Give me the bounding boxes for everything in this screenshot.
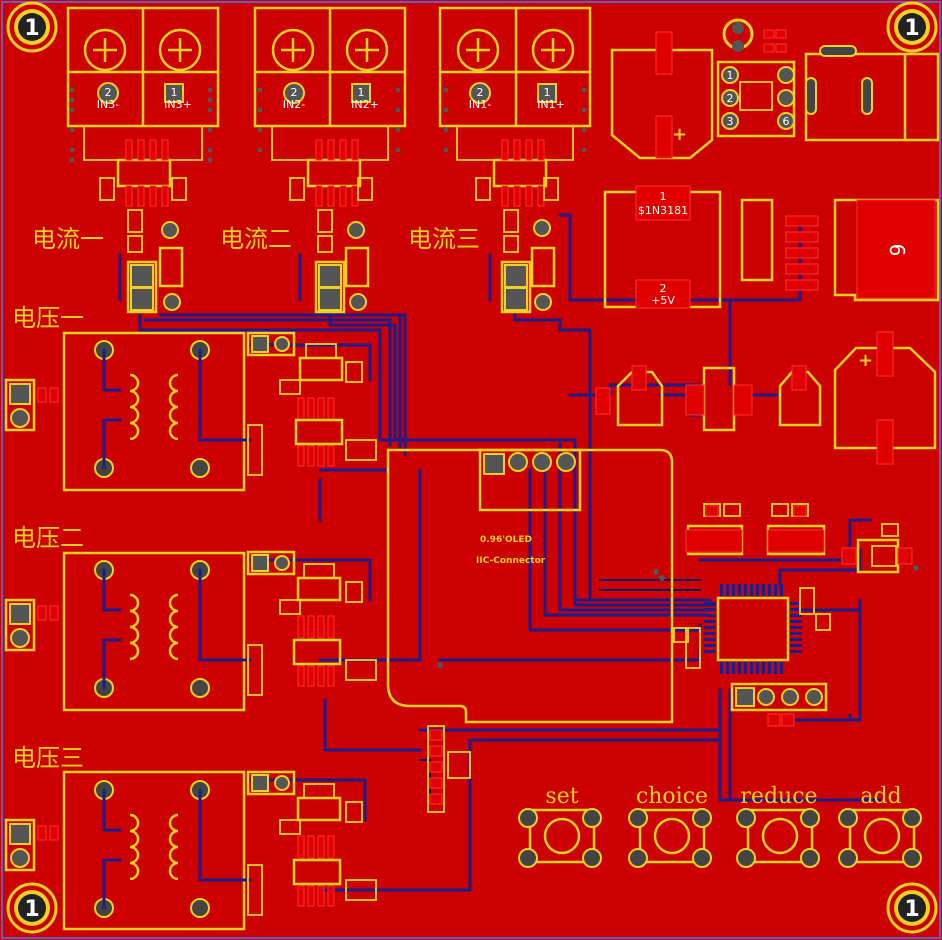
current-label-2: 电流二 [220, 225, 292, 253]
connector-pin-number: 1 [727, 69, 734, 82]
current-sensor-ic-2 [289, 139, 373, 314]
debug-header [730, 682, 828, 727]
current-label-1: 电流一 [32, 225, 104, 253]
oled-pin [483, 453, 505, 475]
button-set-label: set [545, 784, 578, 809]
voltage-label-1: 电压一 [12, 304, 84, 332]
mounting-hole-label: 1 [904, 897, 919, 922]
terminal-pin-name: IN2- [283, 98, 305, 111]
misc-smd-column [427, 725, 471, 813]
mounting-hole-label: 1 [24, 16, 39, 41]
terminal-pin-number: 1 [171, 86, 178, 99]
oled-label-size: 0.96'OLED [480, 535, 532, 545]
oled-label-interface: IIC-Connector [476, 556, 546, 566]
voltage-opamp-cluster-1 [246, 331, 377, 476]
mounting-hole-label: 1 [24, 897, 39, 922]
mcu-chip [673, 584, 831, 674]
button-add[interactable]: add [838, 784, 922, 868]
terminal-block-in3: 2 IN3- 1 IN3+ [66, 6, 220, 161]
mounting-hole-br: 1 [886, 882, 938, 934]
terminal-pin-name: IN3- [97, 98, 119, 111]
voltage-label-2: 电压二 [12, 524, 84, 552]
dc-jack [804, 45, 940, 142]
terminal-pin-name: IN2+ [351, 98, 379, 111]
mounting-hole-tl: 1 [6, 1, 58, 53]
current-label-3: 电流三 [408, 225, 480, 253]
voltage-transformer-1 [62, 331, 252, 492]
terminal-pin-number: 1 [544, 86, 551, 99]
button-add-label: add [860, 784, 901, 809]
voltage-opamp-cluster-2 [246, 550, 377, 696]
regulator-pin1-number: 1 [660, 190, 667, 203]
mounting-hole-bl: 1 [6, 882, 58, 934]
voltage-transformer-3 [62, 770, 252, 931]
terminal-pin-name: IN1+ [537, 98, 565, 111]
button-choice[interactable]: choice [628, 784, 712, 868]
electrolytic-capacitor-right: + [833, 331, 937, 465]
terminal-pin-number: 1 [358, 86, 365, 99]
voltage-input-connector-2 [4, 598, 59, 652]
power-connector: 1 2 3 6 [716, 18, 796, 138]
terminal-block-in2: 2 IN2- 1 IN2+ [253, 6, 407, 161]
oled-module: 0.96'OLED IIC-Connector [386, 448, 674, 724]
terminal-pin-number: 2 [105, 86, 112, 99]
relay-pad: 6 [740, 198, 940, 302]
vias [69, 87, 919, 668]
regulator-pin2-number: 2 [660, 282, 667, 295]
button-reduce[interactable]: reduce [736, 784, 820, 868]
mounting-hole-label: 1 [904, 16, 919, 41]
current-sensor-ic-3 [475, 139, 559, 314]
regulator: 1 $1N3181 2 +5V [603, 185, 722, 309]
button-reduce-label: reduce [740, 784, 817, 809]
connector-pin-number: 3 [727, 115, 734, 128]
regulator-pin1-net: $1N3181 [638, 204, 688, 217]
oled-pin [556, 452, 576, 472]
button-set[interactable]: set [518, 784, 602, 868]
power-diodes [595, 365, 822, 432]
oled-pin [532, 452, 552, 472]
terminal-pin-name: IN3+ [164, 98, 192, 111]
voltage-input-connector-1 [4, 378, 59, 432]
voltage-label-3: 电压三 [12, 744, 84, 772]
crystal-and-caps [685, 503, 826, 556]
led-indicator [841, 523, 913, 574]
voltage-input-connector-3 [4, 818, 59, 872]
electrolytic-capacitor-top: + [610, 31, 714, 160]
voltage-transformer-2 [62, 551, 252, 712]
terminal-pin-name: IN1- [469, 98, 491, 111]
relay-pad-label: 6 [885, 244, 909, 257]
capacitor-polarity: + [858, 350, 873, 371]
voltage-opamp-cluster-3 [246, 770, 377, 916]
connector-pin-number: 2 [727, 92, 734, 105]
terminal-pin-number: 2 [291, 86, 298, 99]
current-sensor-ic-1 [99, 139, 187, 314]
connector-pin-number: 6 [783, 115, 790, 128]
button-choice-label: choice [636, 784, 708, 809]
mounting-hole-tr: 1 [886, 1, 938, 53]
terminal-pin-number: 2 [477, 86, 484, 99]
mcu-pins [704, 584, 802, 674]
capacitor-polarity: + [672, 124, 687, 145]
oled-pin [508, 452, 528, 472]
regulator-pin2-net: +5V [651, 294, 675, 307]
